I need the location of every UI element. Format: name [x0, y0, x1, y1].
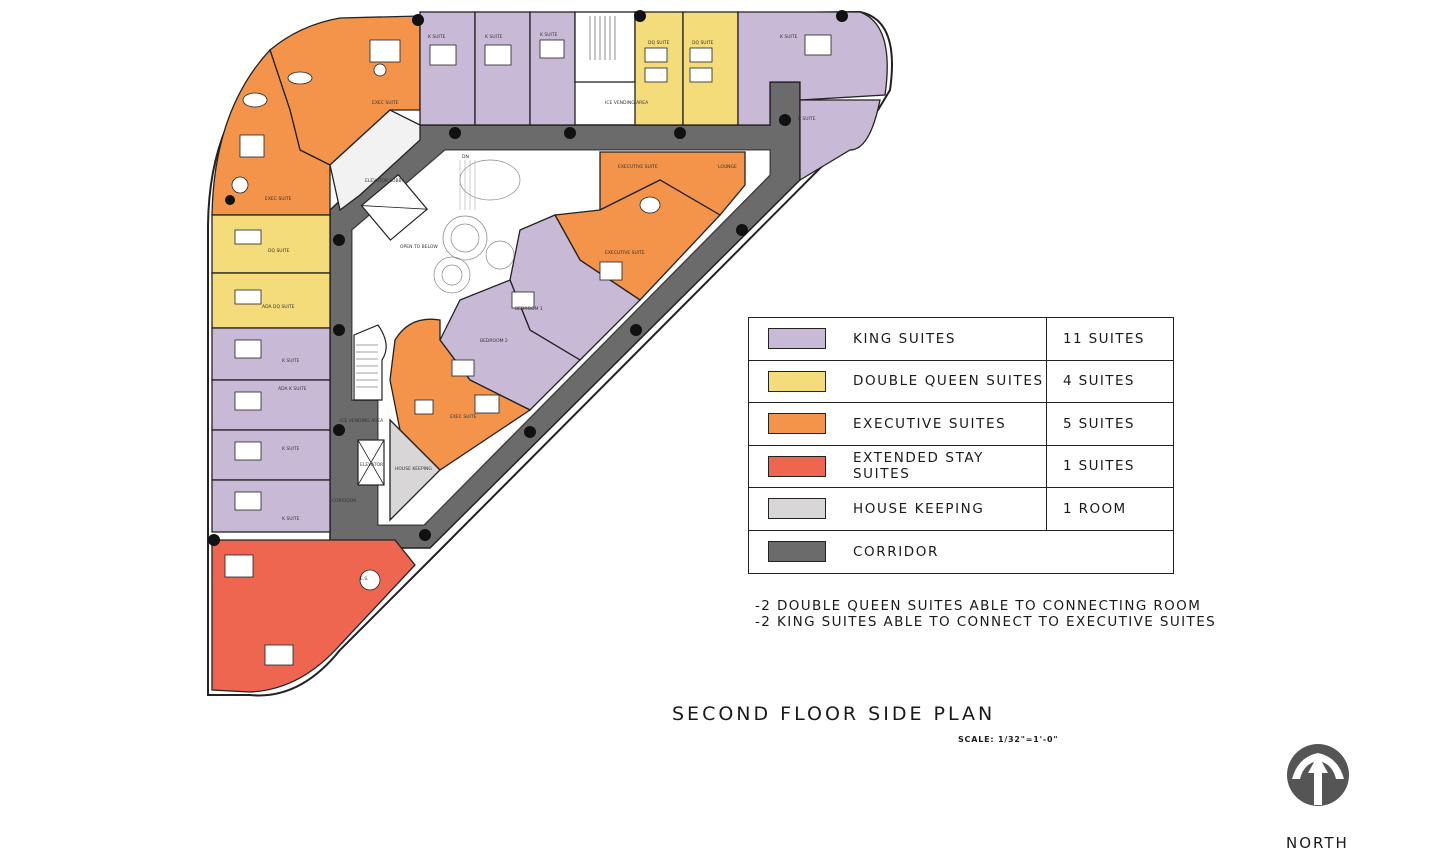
label-dq-suite-w: DQ SUITE [268, 248, 290, 254]
legend-swatch-extended-stay [768, 455, 826, 477]
legend-row-executive: EXECUTIVE SUITES 5 SUITES [749, 403, 1173, 446]
dq-suite-w2 [211, 272, 331, 329]
legend-count: 5 SUITES [1046, 403, 1173, 445]
label-exec-suite-w: EXEC SUITE [265, 196, 292, 202]
legend-swatch-house-keeping [768, 498, 826, 520]
legend-label: HOUSE KEEPING [853, 500, 985, 517]
legend-count: 1 ROOM [1046, 488, 1173, 530]
k-suite-n3 [529, 11, 576, 126]
legend-label: EXECUTIVE SUITES [853, 415, 1007, 432]
label-dn: DN [462, 154, 469, 160]
legend-table: KING SUITES 11 SUITES DOUBLE QUEEN SUITE… [748, 317, 1174, 574]
label-open-to-below: OPEN TO BELOW [400, 244, 438, 250]
note-line: -2 KING SUITES ABLE TO CONNECT TO EXECUT… [755, 614, 1217, 630]
label-exec-suite-inner: EXEC SUITE [450, 414, 477, 420]
k-suite-n1 [419, 11, 476, 126]
dq-suite-w1 [211, 214, 331, 274]
note-line: -2 DOUBLE QUEEN SUITES ABLE TO CONNECTIN… [755, 598, 1202, 614]
ada-k-suite [211, 379, 331, 431]
furniture [224, 34, 832, 666]
legend-swatch-corridor [768, 541, 826, 563]
label-k-suite-w2: K SUITE [282, 446, 300, 452]
stair-west [353, 324, 387, 401]
legend-count: 11 SUITES [1046, 318, 1173, 360]
label-vending-area-n: ICE VENDING AREA [605, 100, 649, 106]
k-suite-e [799, 99, 881, 182]
legend-row-house-keeping: HOUSE KEEPING 1 ROOM [749, 488, 1173, 531]
exec-suite-w [211, 48, 331, 216]
north-label: NORTH [1286, 834, 1349, 852]
label-exec-suite-nw: EXEC SUITE [372, 100, 399, 106]
legend-swatch-executive [768, 413, 826, 435]
legend-swatch-king [768, 328, 826, 350]
label-extended-stay: E.S. [360, 576, 369, 582]
scale-note: SCALE: 1/32"=1'-0" [958, 735, 1059, 744]
label-elevator-lobby: ELEVATOR LOBBY [365, 178, 404, 184]
label-executive-suite-mid: EXECUTIVE SUITE [605, 250, 645, 256]
label-lounge: LOUNGE [718, 164, 737, 170]
label-house-keeping: HOUSE KEEPING [395, 466, 432, 472]
elevator-lobby [329, 109, 421, 212]
label-k-suite-2: K SUITE [485, 34, 503, 40]
label-k-suite-3: K SUITE [540, 32, 558, 38]
legend-row-extended-stay: EXTENDED STAY SUITES 1 SUITES [749, 445, 1173, 488]
k-suite-w1 [211, 327, 331, 381]
k-suite-w3 [211, 479, 331, 533]
legend-row-double-queen: DOUBLE QUEEN SUITES 4 SUITES [749, 360, 1173, 403]
k-suite-w2 [211, 429, 331, 481]
legend-count: 4 SUITES [1046, 360, 1173, 402]
k-suite-n2 [474, 11, 531, 126]
legend-label: EXTENDED STAY SUITES [853, 450, 985, 483]
label-corridor: CORRIDOR [332, 498, 356, 504]
label-elevator: ELEVATOR [360, 462, 383, 468]
legend-label: KING SUITES [853, 330, 957, 347]
label-vending-area-w: ICE VENDING AREA [340, 418, 384, 424]
legend-label: DOUBLE QUEEN SUITES [853, 373, 1044, 390]
label-k-suite-1: K SUITE [428, 34, 446, 40]
label-dq-suite-2: DQ SUITE [692, 40, 714, 46]
structural-columns [208, 10, 848, 546]
label-bedroom-2: BEDROOM 2 [480, 338, 508, 344]
label-k-suite-w3: K SUITE [282, 516, 300, 522]
legend-row-king: KING SUITES 11 SUITES [749, 318, 1173, 361]
label-k-suite-ne: K SUITE [780, 34, 798, 40]
label-bedroom-1: BEDROOM 1 [515, 306, 543, 312]
plan-title: SECOND FLOOR SIDE PLAN [672, 703, 996, 725]
house-keeping [389, 418, 441, 522]
k-suite-ne [737, 11, 888, 126]
label-k-suite-e: K SUITE [798, 116, 816, 122]
label-ada-dq-suite: ADA DQ SUITE [262, 304, 295, 310]
label-k-suite-w1: K SUITE [282, 358, 300, 364]
north-arrow-icon [1287, 744, 1349, 806]
legend-label: CORRIDOR [853, 543, 939, 560]
label-ada-k-suite: ADA K SUITE [278, 386, 307, 392]
legend-row-corridor: CORRIDOR [749, 531, 1173, 574]
legend-swatch-double-queen [768, 370, 826, 392]
legend-count: 1 SUITES [1046, 445, 1173, 487]
label-executive-suite-top: EXECUTIVE SUITE [618, 164, 658, 170]
plan-notes: -2 DOUBLE QUEEN SUITES ABLE TO CONNECTIN… [755, 598, 1216, 630]
label-dq-suite-1: DQ SUITE [648, 40, 670, 46]
